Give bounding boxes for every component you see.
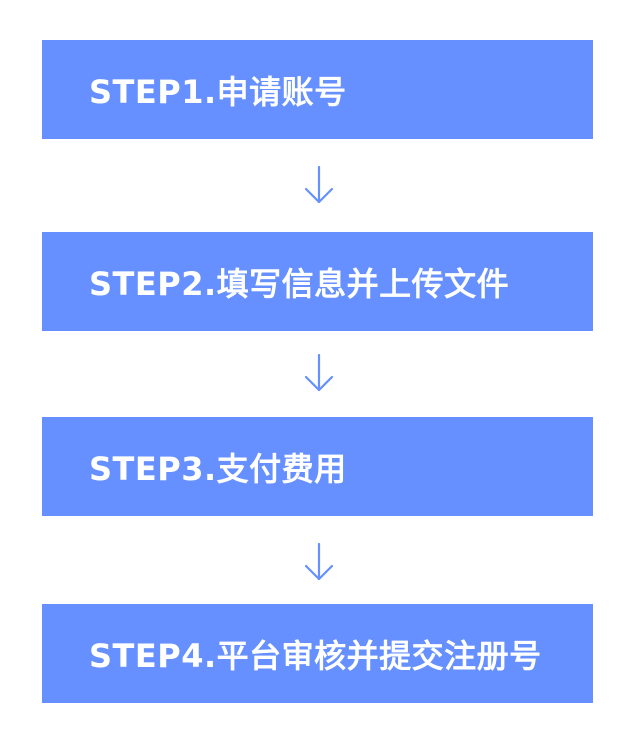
step-3-box: STEP3.支付费用 <box>42 417 593 516</box>
arrow-down-icon <box>303 166 335 204</box>
step-2-box: STEP2.填写信息并上传文件 <box>42 232 593 331</box>
step-2-label: STEP2.填写信息并上传文件 <box>89 264 510 303</box>
arrow-down-icon <box>303 354 335 392</box>
step-1-box: STEP1.申请账号 <box>42 40 593 139</box>
step-4-label: STEP4.平台审核并提交注册号 <box>89 636 542 675</box>
step-1-label: STEP1.申请账号 <box>89 72 347 111</box>
arrow-down-icon <box>303 543 335 581</box>
step-3-label: STEP3.支付费用 <box>89 449 347 488</box>
step-4-box: STEP4.平台审核并提交注册号 <box>42 604 593 703</box>
